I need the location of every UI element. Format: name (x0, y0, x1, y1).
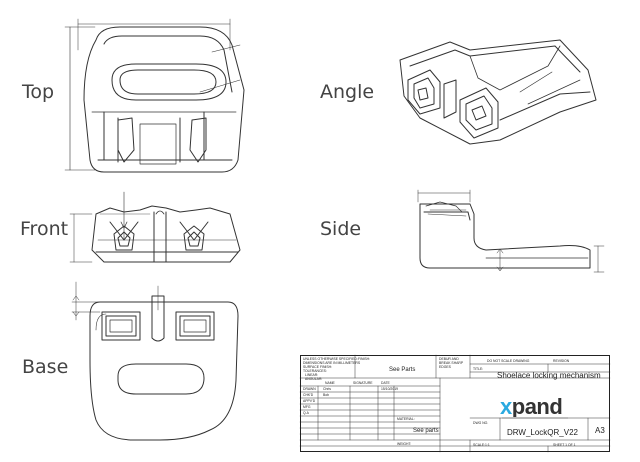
tb-row-role: CHK'D (303, 393, 314, 397)
view-label-top: Top (22, 81, 55, 103)
tb-dwg-no-label: DWG NO. (473, 421, 489, 425)
logo-underline (502, 417, 568, 419)
tb-row-date: 15/10/2019 (381, 387, 398, 391)
tb-row-role: Q.A (303, 411, 309, 415)
tb-row-name: Bob (323, 393, 330, 397)
tb-sheet: SHEET 1 OF 1 (553, 443, 576, 447)
tb-scale: SCALE:1:1 (473, 443, 490, 447)
view-label-base: Base (22, 356, 69, 378)
tb-material-label: MATERIAL: (397, 417, 415, 421)
tb-col-signature: SIGNATURE (353, 381, 373, 385)
view-label-angle: Angle (320, 81, 375, 103)
tb-finish-label: FINISH: (358, 357, 371, 361)
tb-row-role: DRAWN (303, 387, 316, 391)
tb-weight-label: WEIGHT: (397, 442, 412, 446)
tb-dwg-no: DRW_LockQR_V22 (507, 428, 578, 437)
tb-col-date: DATE (381, 381, 390, 385)
tb-deburr-1: DEBUR AND (439, 357, 459, 361)
side-view-drawing (417, 189, 605, 273)
title-block: UNLESS OTHERWISE SPECIFIED: DIMENSIONS A… (300, 355, 610, 452)
tb-deburr-3: EDGES (439, 365, 451, 369)
tb-finish-value: See Parts (389, 367, 416, 373)
tb-note-3: SURFACE FINISH: (303, 365, 333, 369)
top-view-drawing (64, 18, 245, 173)
tb-row-role: MFG (303, 405, 311, 409)
view-label-front: Front (20, 218, 69, 240)
xpand-logo: xpand (500, 394, 563, 419)
tb-note-6: ANGULAR: (305, 377, 323, 381)
tb-title: Shoelace locking mechanism (497, 371, 601, 380)
tb-note-2: DIMENSIONS ARE IN MILLIMETERS (303, 361, 361, 365)
tb-note-1: UNLESS OTHERWISE SPECIFIED: (303, 357, 358, 361)
tb-note-4: TOLERANCES: (303, 369, 327, 373)
tb-row-name: Chris (323, 387, 331, 391)
tb-title-label: TITLE: (473, 367, 484, 371)
tb-deburr-2: BREAK SHARP (439, 361, 464, 365)
base-view-drawing (71, 281, 239, 441)
tb-revision: REVISION (553, 359, 570, 363)
tb-note-5: LINEAR: (305, 373, 319, 377)
angle-view-drawing (399, 39, 597, 145)
tb-do-not-scale: DO NOT SCALE DRAWING (487, 359, 530, 363)
tb-col-name: NAME (325, 381, 335, 385)
tb-size: A3 (595, 426, 605, 435)
tb-material-value: See parts (413, 428, 439, 434)
view-label-side: Side (320, 218, 362, 240)
title-block-grid (299, 354, 611, 453)
tb-row-role: APPV'D (303, 399, 316, 403)
front-view-drawing (69, 191, 241, 263)
